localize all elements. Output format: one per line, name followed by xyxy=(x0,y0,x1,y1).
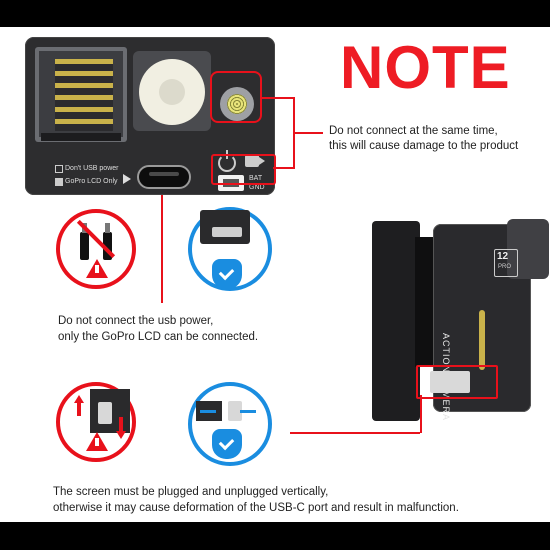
camera-icon[interactable] xyxy=(245,155,259,167)
note-text-line1: Do not connect at the same time, xyxy=(329,125,498,137)
bat-label: BAT xyxy=(249,175,263,182)
option-gopro-lcd-label: GoPro LCD Only xyxy=(65,178,118,185)
screen-warning-line1: The screen must be plugged and unplugged… xyxy=(53,486,329,498)
highlight-button-box xyxy=(210,71,262,123)
power-icon[interactable] xyxy=(218,154,236,172)
camera-connector xyxy=(430,371,470,393)
arrow-up-icon xyxy=(74,395,84,403)
camera-body xyxy=(372,221,420,421)
red-usb-line xyxy=(161,195,163,303)
camera-slot xyxy=(479,310,485,370)
usb-warning-line2: only the GoPro LCD can be connected. xyxy=(58,331,259,343)
controller-board: BAT GND Don't USB power GoPro LCD Only xyxy=(25,37,275,195)
gnd-label: GND xyxy=(249,184,265,191)
checkbox-gopro-lcd[interactable] xyxy=(55,178,63,186)
option-dont-usb-label: Don't USB power xyxy=(65,165,119,172)
shield-check-icon xyxy=(212,259,242,289)
screen-warning-line2: otherwise it may cause deformation of th… xyxy=(53,502,459,514)
sd-card-contacts xyxy=(55,59,113,131)
usb-c-port xyxy=(137,165,191,189)
usb-cable-forbidden-circle xyxy=(56,209,136,289)
checkbox-dont-usb[interactable] xyxy=(55,165,63,173)
sd-card-slot xyxy=(35,47,127,142)
camera-badge-number: 12 xyxy=(497,251,509,262)
arrow-right-icon xyxy=(123,174,131,184)
arrow-down-icon xyxy=(116,431,126,439)
usb-warning-line1: Do not connect the usb power, xyxy=(58,315,214,327)
screen-shield-check-icon xyxy=(212,429,242,459)
arrow-left-blue-icon xyxy=(240,410,256,413)
arrow-right-blue-icon xyxy=(200,410,216,413)
red-connector-line xyxy=(260,97,294,99)
camera-badge xyxy=(494,249,518,277)
usb-cable-icon xyxy=(80,232,89,260)
camera-badge-sub: PRO xyxy=(498,264,512,270)
canvas: NOTE BAT GND Don't USB power GoPro LCD O… xyxy=(0,27,550,522)
highlight-connector-box xyxy=(211,154,276,185)
note-text-line2: this will cause damage to the product xyxy=(329,140,519,152)
note-title: NOTE xyxy=(340,34,511,101)
red-screen-line xyxy=(290,432,420,434)
highlight-camera-connector-box xyxy=(416,365,498,399)
